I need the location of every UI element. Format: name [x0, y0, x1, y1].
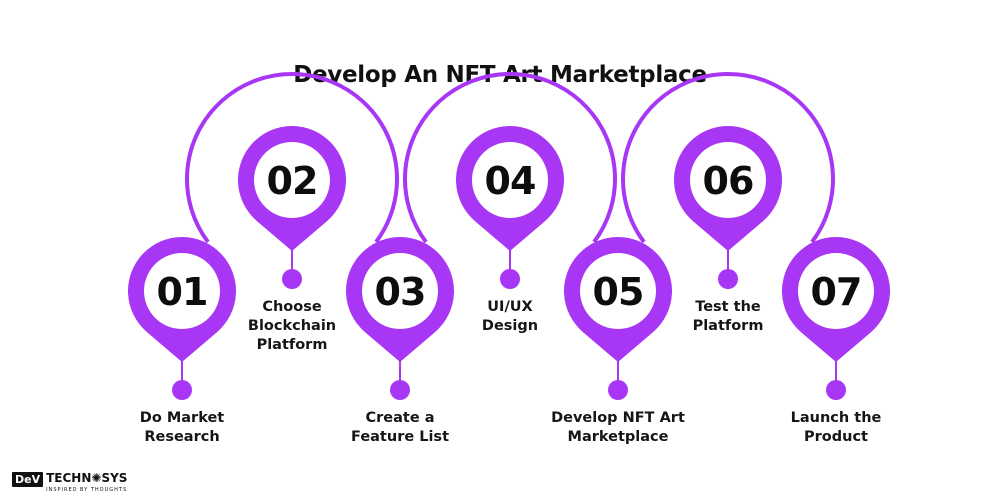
step-label-line: Marketplace — [567, 429, 669, 445]
step-label-line: Research — [144, 429, 220, 445]
pin-inner-circle — [472, 142, 548, 218]
pin-inner-circle — [254, 142, 330, 218]
connector-arc — [185, 72, 399, 244]
step-label-line: Feature List — [351, 429, 449, 445]
step-label-line: Platform — [692, 318, 764, 334]
pin-dot — [282, 269, 302, 289]
step-label-line: Choose — [262, 299, 322, 315]
step-label-line: Create a — [365, 410, 435, 426]
logo-mark: DeV — [12, 472, 44, 487]
step-number: 01 — [157, 270, 208, 314]
step-label: Create a Feature List — [320, 409, 480, 447]
pin-inner-circle — [144, 253, 220, 329]
step-label-line: Do Market — [139, 410, 225, 426]
step-number: 02 — [267, 159, 318, 203]
connector-arc — [403, 72, 617, 244]
step-label-line: Launch the — [790, 410, 882, 426]
step-number: 05 — [593, 270, 644, 314]
step-number: 04 — [485, 159, 536, 203]
step-label-line: Test the — [695, 299, 761, 315]
step-label-line: UI/UX — [487, 299, 533, 315]
pin-dot — [172, 380, 192, 400]
pin-dot — [390, 380, 410, 400]
pin-inner-circle — [798, 253, 874, 329]
pin-dot — [608, 380, 628, 400]
step-number: 03 — [375, 270, 426, 314]
step-number: 06 — [703, 159, 754, 203]
pin-inner-circle — [580, 253, 656, 329]
pin-dot — [718, 269, 738, 289]
connector-arc — [621, 72, 835, 244]
pin-inner-circle — [690, 142, 766, 218]
step-label-line: Design — [481, 318, 539, 334]
step-label-line: Develop NFT Art — [551, 410, 685, 426]
step-label-line: Product — [804, 429, 868, 445]
step-label-line: Blockchain — [247, 318, 337, 334]
step-label: UI/UX Design — [430, 298, 590, 336]
pin-dot — [500, 269, 520, 289]
step-label-line: Platform — [256, 337, 328, 353]
pin-dot — [826, 380, 846, 400]
pin-inner-circle — [362, 253, 438, 329]
step-number: 07 — [811, 270, 862, 314]
